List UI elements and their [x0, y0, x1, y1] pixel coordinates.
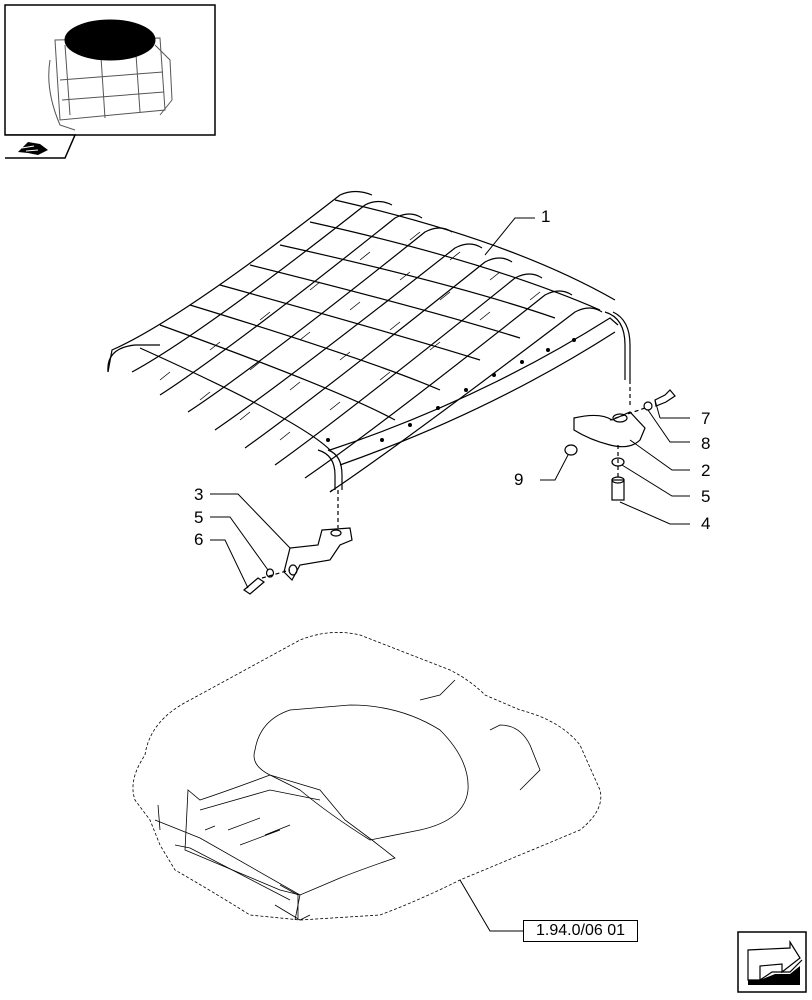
right-bracket-assembly — [564, 380, 676, 501]
next-page-arrow-icon[interactable] — [737, 931, 807, 993]
callout-7: 7 — [701, 409, 711, 428]
hand-pointer-icon — [18, 142, 48, 155]
callout-6: 6 — [194, 530, 204, 549]
callout-5-right: 5 — [701, 487, 711, 506]
reference-link-box[interactable]: 1.94.0/06 01 — [523, 920, 638, 942]
callout-5-left: 5 — [194, 508, 204, 527]
reference-link-label: 1.94.0/06 01 — [536, 922, 625, 939]
callout-2: 2 — [701, 461, 711, 480]
callout-1: 1 — [541, 207, 551, 226]
callout-leaders — [210, 217, 690, 932]
cab-thumbnail-icon — [48, 19, 173, 131]
callout-8: 8 — [701, 434, 711, 453]
thumbnail-panel[interactable] — [4, 4, 216, 159]
roof-liner-panel — [132, 632, 602, 921]
callout-4: 4 — [701, 514, 711, 533]
callout-9: 9 — [514, 470, 524, 489]
callout-3: 3 — [194, 485, 204, 504]
roof-guard-grille — [107, 190, 631, 493]
left-bracket-assembly — [243, 490, 353, 595]
